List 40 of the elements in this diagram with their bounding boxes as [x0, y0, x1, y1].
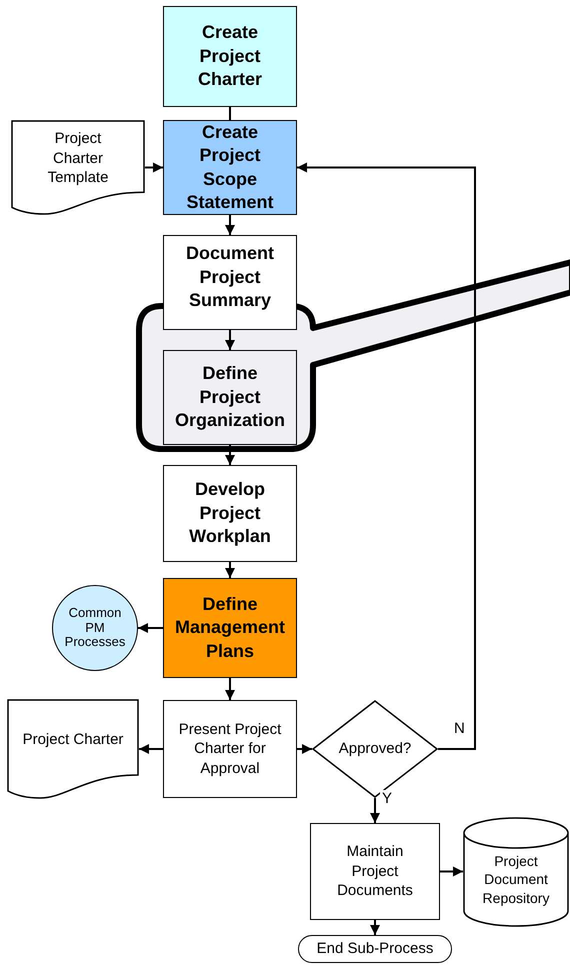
arrow	[225, 330, 235, 350]
node-label: Develop Project Workplan	[189, 478, 271, 548]
node-label: Common PM Processes	[64, 606, 126, 650]
node-label: Create Project Scope Statement	[186, 120, 274, 214]
arrow	[297, 744, 312, 754]
arrow	[225, 215, 235, 235]
node-label: Maintain Project Documents	[337, 842, 413, 901]
process-box	[163, 120, 297, 215]
arrow	[145, 162, 163, 172]
arrow	[225, 445, 235, 465]
process-box	[163, 350, 297, 445]
arrow	[297, 162, 476, 750]
node-label: Define Project Organization	[175, 362, 285, 432]
arrow	[139, 744, 163, 754]
arrow	[440, 866, 463, 876]
document-shape	[11, 120, 145, 215]
document-shape	[7, 699, 139, 799]
node-label: Project Document Repository	[482, 852, 550, 907]
arrow	[138, 623, 163, 633]
node-label: Define Management Plans	[174, 592, 286, 663]
node-label: Project Charter Template	[48, 129, 108, 188]
database-cylinder	[463, 816, 569, 926]
arrow	[370, 798, 380, 823]
node-label: Document Project Summary	[186, 242, 274, 312]
node-label: Approved?	[338, 739, 412, 759]
process-box	[163, 465, 297, 562]
arrow	[225, 562, 235, 578]
process-box	[163, 700, 297, 798]
process-box	[163, 6, 297, 107]
node-label: End Sub-Process	[316, 939, 434, 959]
process-box	[163, 578, 297, 678]
terminator-shape	[298, 935, 452, 963]
arrow	[370, 920, 380, 935]
connector-line	[229, 107, 231, 120]
process-box	[310, 823, 440, 920]
node-label: Create Project Charter	[198, 21, 262, 92]
node-label: Project Charter	[22, 730, 124, 750]
process-box	[163, 235, 297, 330]
arrow	[225, 678, 235, 700]
node-label: Present Project Charter for Approval	[178, 720, 282, 778]
